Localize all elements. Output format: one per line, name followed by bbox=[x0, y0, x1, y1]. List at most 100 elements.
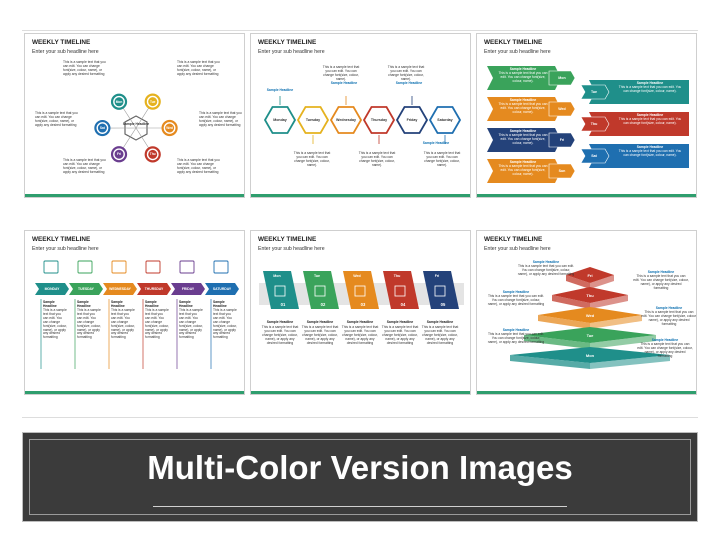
pyramid-layer-side bbox=[552, 295, 590, 309]
text-block: This is a sample text that you can edit.… bbox=[199, 111, 242, 127]
day-label: Mon bbox=[115, 99, 123, 104]
headline: Sample Headline bbox=[647, 270, 675, 274]
headline: Sample Headline bbox=[386, 320, 414, 324]
day-tag bbox=[548, 132, 576, 148]
headline: Sample Headline bbox=[636, 113, 664, 117]
day-label: Sun bbox=[558, 169, 566, 173]
day-node-core bbox=[148, 149, 158, 159]
column-chevron-diagram bbox=[35, 260, 239, 369]
day-label: WEDNESDAY bbox=[109, 287, 131, 291]
slide-title: WEEKLY TIMELINE bbox=[258, 39, 317, 46]
step-number: 02 bbox=[320, 302, 326, 307]
day-label: Friday bbox=[406, 118, 418, 122]
pyramid-layer-side bbox=[590, 355, 670, 369]
day-node-core bbox=[165, 123, 175, 133]
step-icon bbox=[394, 285, 406, 297]
arrow-box bbox=[487, 97, 561, 121]
slide-thumb-1[interactable]: WEEKLY TIMELINE Enter your sub headline … bbox=[24, 33, 245, 198]
arrow-box bbox=[589, 80, 689, 104]
day-label: Thu bbox=[590, 122, 598, 126]
text-block: This is a sample text that you can edit.… bbox=[498, 164, 548, 176]
headline: Sample Headline bbox=[426, 320, 454, 324]
headline: Sample Headline bbox=[213, 300, 227, 308]
arrow-box bbox=[487, 159, 561, 183]
headline: Sample Headline bbox=[395, 81, 423, 85]
accent-bar bbox=[251, 391, 470, 394]
slide-thumb-3[interactable]: WEEKLY TIMELINE Enter your sub headline … bbox=[476, 33, 697, 198]
day-label: Monday bbox=[273, 118, 287, 122]
day-tag bbox=[580, 84, 610, 100]
day-label: Fri bbox=[116, 152, 122, 157]
headline: Sample Headline bbox=[43, 300, 57, 308]
layer-label: Thu bbox=[586, 293, 594, 298]
ribbon-segment bbox=[303, 271, 339, 309]
headline: Sample Headline bbox=[306, 320, 334, 324]
slide-title: WEEKLY TIMELINE bbox=[484, 236, 543, 243]
calendar-icon bbox=[111, 260, 127, 274]
step-number: 04 bbox=[400, 302, 406, 307]
text-block: This is a sample text that you can edit.… bbox=[637, 342, 693, 358]
day-label: Thu bbox=[393, 274, 401, 278]
layer-label: Mon bbox=[585, 353, 595, 358]
headline: Sample Headline bbox=[77, 300, 91, 308]
accent-bar bbox=[25, 194, 244, 197]
hex-row-diagram bbox=[263, 96, 462, 144]
text-block: This is a sample text that you can edit.… bbox=[341, 325, 379, 345]
ribbon-segment bbox=[343, 271, 379, 309]
day-hexagon bbox=[296, 106, 330, 134]
day-chevron bbox=[205, 283, 239, 295]
headline: Sample Headline bbox=[179, 300, 193, 308]
arrow-box bbox=[589, 112, 689, 136]
day-label: Fri bbox=[434, 274, 440, 278]
text-block: This is a sample text that you can edit.… bbox=[43, 308, 68, 340]
day-tag bbox=[548, 101, 576, 117]
slide-title: WEEKLY TIMELINE bbox=[258, 236, 317, 243]
pyramid-layer-side bbox=[566, 275, 590, 289]
ribbon-segment bbox=[263, 271, 299, 309]
pyramid-layer-side bbox=[590, 315, 642, 329]
slide-subtitle: Enter your sub headline here bbox=[484, 49, 551, 55]
day-label: Tue bbox=[149, 99, 156, 104]
text-block: This is a sample text that you can edit.… bbox=[498, 71, 548, 83]
text-block: This is a sample text that you can edit.… bbox=[641, 310, 697, 326]
text-block: This is a sample text that you can edit.… bbox=[421, 325, 459, 345]
mid-divider bbox=[22, 417, 698, 418]
slide-thumb-6[interactable]: WEEKLY TIMELINE Enter your sub headline … bbox=[476, 230, 697, 395]
text-block: This is a sample text that you can edit.… bbox=[498, 133, 548, 145]
calendar-icon bbox=[77, 260, 93, 274]
day-label: Thu bbox=[149, 152, 156, 157]
text-block: This is a sample text that you can edit.… bbox=[177, 60, 220, 76]
day-label: Wed bbox=[353, 274, 361, 278]
calendar-icon bbox=[179, 260, 195, 274]
accent-bar bbox=[251, 194, 470, 197]
pyramid-layer-side bbox=[590, 335, 656, 349]
headline: Sample Headline bbox=[502, 328, 530, 332]
day-tag bbox=[580, 148, 610, 164]
ribbon-segment bbox=[423, 271, 459, 309]
step-icon bbox=[314, 285, 326, 297]
slide-thumb-4[interactable]: WEEKLY TIMELINE Enter your sub headline … bbox=[24, 230, 245, 395]
layer-label: Fri bbox=[587, 273, 593, 278]
arrow-box bbox=[589, 144, 689, 168]
text-block: This is a sample text that you can edit.… bbox=[487, 294, 545, 306]
title-banner: Multi-Color Version Images bbox=[22, 432, 698, 522]
pyramid-diagram bbox=[510, 267, 670, 369]
headline: Sample Headline bbox=[509, 67, 537, 71]
slide-thumb-2[interactable]: WEEKLY TIMELINE Enter your sub headline … bbox=[250, 33, 471, 198]
text-block: This is a sample text that you can edit.… bbox=[293, 151, 331, 167]
day-chevron bbox=[35, 283, 69, 295]
text-block: This is a sample text that you can edit.… bbox=[487, 332, 545, 344]
text-block: This is a sample text that you can edit.… bbox=[387, 65, 425, 81]
text-block: This is a sample text that you can edit.… bbox=[77, 308, 102, 340]
day-label: SATURDAY bbox=[212, 287, 232, 291]
text-block: This is a sample text that you can edit.… bbox=[177, 158, 220, 174]
day-hexagon bbox=[395, 106, 429, 134]
headline: Sample Headline bbox=[651, 338, 679, 342]
slide-thumb-5[interactable]: WEEKLY TIMELINE Enter your sub headline … bbox=[250, 230, 471, 395]
banner-frame bbox=[29, 439, 691, 515]
slide-title: WEEKLY TIMELINE bbox=[484, 39, 543, 46]
slide-subtitle: Enter your sub headline here bbox=[258, 49, 325, 55]
slide-subtitle: Enter your sub headline here bbox=[484, 246, 551, 252]
banner-underline bbox=[153, 506, 567, 507]
day-label: MONDAY bbox=[44, 287, 60, 291]
